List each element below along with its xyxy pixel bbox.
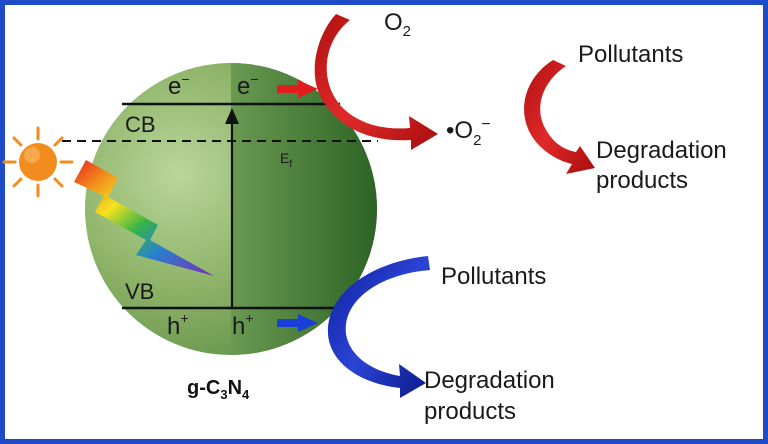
electron-transfer-arrow — [277, 80, 318, 98]
electron-left-label: e− — [168, 71, 190, 100]
top-pollutants-label: Pollutants — [578, 41, 683, 68]
top-degradation-arrow — [524, 60, 595, 174]
top-products-label: products — [596, 167, 688, 194]
fermi-level-label: Ef — [280, 150, 292, 170]
bottom-degradation-arrow — [327, 256, 430, 398]
vb-label: VB — [125, 279, 154, 304]
hole-transfer-arrow — [277, 314, 318, 332]
superoxide-radical-label: •O2− — [446, 116, 491, 149]
excitation-arrow — [225, 108, 239, 308]
cb-label: CB — [125, 112, 156, 137]
oxygen-reduction-arrow — [314, 14, 438, 150]
oxygen-label: O2 — [384, 9, 411, 40]
sun-icon — [2, 126, 74, 198]
bottom-products-label: products — [424, 398, 516, 425]
electron-right-label: e− — [237, 71, 259, 100]
bottom-pollutants-label: Pollutants — [441, 263, 546, 290]
light-bolt-icon — [74, 160, 214, 276]
top-degradation-label: Degradation — [596, 137, 727, 164]
hole-right-label: h+ — [232, 310, 254, 340]
bottom-degradation-label: Degradation — [424, 367, 555, 394]
catalyst-label: g-C3N4 — [187, 377, 250, 402]
hole-left-label: h+ — [167, 310, 189, 340]
